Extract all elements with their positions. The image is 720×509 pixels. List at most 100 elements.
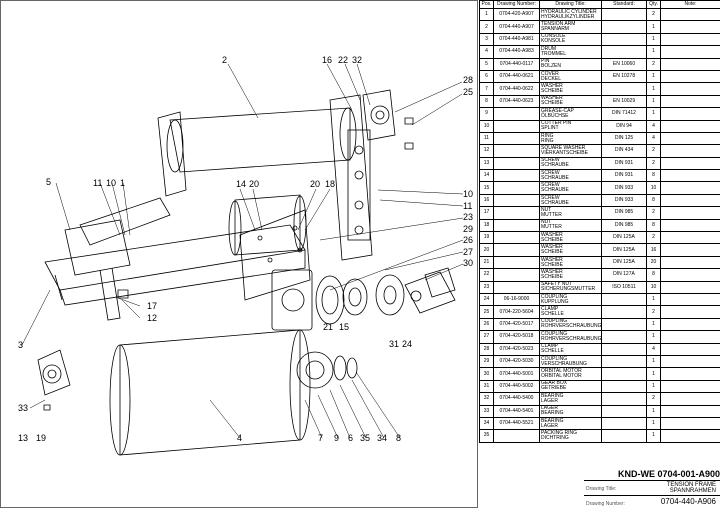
cell-qty: 1 <box>647 331 661 343</box>
callout: 10 <box>463 190 473 199</box>
cell-drawing-number: 0704-420-5023 <box>494 343 540 355</box>
cell-drawing-number <box>494 219 540 231</box>
cell-pos: 13 <box>480 157 494 169</box>
cell-pos: 12 <box>480 145 494 157</box>
callout: 19 <box>36 434 46 443</box>
cell-drawing-number: 0704-420-A907 <box>494 9 540 21</box>
cell-note <box>661 207 720 219</box>
cell-drawing-number: 0704-440-0623 <box>494 95 540 107</box>
cell-qty: 1 <box>647 293 661 305</box>
cell-drawing-number: 0704-220-5604 <box>494 306 540 318</box>
cell-pos: 15 <box>480 182 494 194</box>
cell-standard: DIN 127A <box>602 269 647 281</box>
cell-drawing-number: 06-16-9000 <box>494 293 540 305</box>
cell-standard <box>602 430 647 442</box>
cell-pos: 11 <box>480 132 494 144</box>
leader-lines <box>22 64 463 438</box>
cell-pos: 23 <box>480 281 494 293</box>
cell-standard <box>602 306 647 318</box>
cell-drawing-number: 0704-420-5017 <box>494 318 540 330</box>
drawing-title-row: Drawing Title: TENSION FRAME SPANNRAHMEN <box>584 480 720 495</box>
cell-standard: DIN 434 <box>602 145 647 157</box>
cell-standard <box>602 405 647 417</box>
callout: 5 <box>46 178 51 187</box>
cell-standard <box>602 343 647 355</box>
cell-note <box>661 417 720 429</box>
cell-qty: 10 <box>647 182 661 194</box>
callout: 20 <box>249 180 259 189</box>
cell-qty: 1 <box>647 21 661 33</box>
cell-note <box>661 58 720 70</box>
top-drawing-number: KND-WE 0704-001-A900 <box>584 469 720 479</box>
cell-pos: 16 <box>480 194 494 206</box>
cell-qty: 8 <box>647 170 661 182</box>
callout: 22 <box>338 56 348 65</box>
column-header-note: Note: <box>661 1 720 9</box>
cell-drawing-number <box>494 157 540 169</box>
cell-qty: 1 <box>647 380 661 392</box>
cell-pos: 14 <box>480 170 494 182</box>
console-frame <box>45 198 310 320</box>
cell-drawing-number <box>494 182 540 194</box>
callout: 3 <box>18 341 23 350</box>
column-header-pos: Pos. <box>480 1 494 9</box>
cell-note <box>661 393 720 405</box>
cell-pos: 35 <box>480 430 494 442</box>
cell-pos: 21 <box>480 256 494 268</box>
cell-note <box>661 244 720 256</box>
cell-drawing-number: 0704-440-0621 <box>494 70 540 82</box>
cell-standard: DIN 985 <box>602 219 647 231</box>
callout: 1 <box>120 179 125 188</box>
cell-drawing-number <box>494 244 540 256</box>
cell-note <box>661 293 720 305</box>
cell-pos: 34 <box>480 417 494 429</box>
cell-drawing-number <box>494 145 540 157</box>
cell-qty: 2 <box>647 232 661 244</box>
column-header-qty: Qty. <box>647 1 661 9</box>
cell-standard <box>602 83 647 95</box>
cell-drawing-number: 0704-440-5001 <box>494 368 540 380</box>
cell-pos: 29 <box>480 355 494 367</box>
cell-standard <box>602 368 647 380</box>
cell-pos: 2 <box>480 21 494 33</box>
cell-drawing-number <box>494 281 540 293</box>
callout: 31 <box>389 340 399 349</box>
callout: 2 <box>222 56 227 65</box>
callout: 11 <box>93 179 102 188</box>
cell-qty: 2 <box>647 145 661 157</box>
cell-note <box>661 9 720 21</box>
callout: 10 <box>106 179 116 188</box>
cell-drawing-number <box>494 170 540 182</box>
cell-standard: EN 10060 <box>602 58 647 70</box>
cell-drawing-number: 0704-420-5018 <box>494 331 540 343</box>
callout: 15 <box>339 323 349 332</box>
drawing-title-de: SPANNRAHMEN <box>670 488 716 494</box>
callout: 29 <box>463 225 473 234</box>
cell-pos: 24 <box>480 293 494 305</box>
cell-note <box>661 318 720 330</box>
